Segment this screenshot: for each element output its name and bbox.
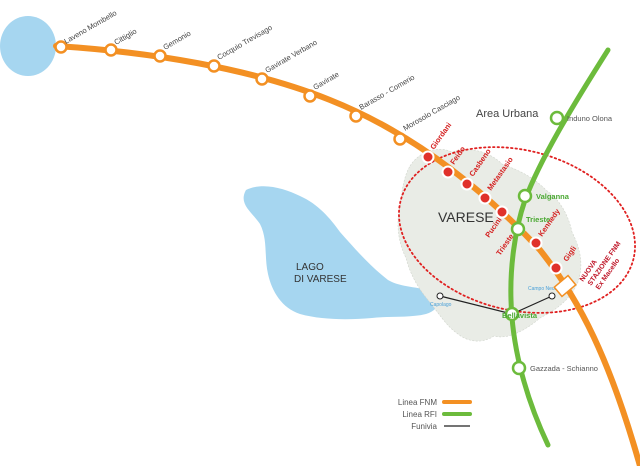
urban-stop-marker-icon <box>495 205 509 219</box>
funivia-start-label: Capolago <box>430 302 452 308</box>
fnm-station[interactable]: Morosolo Casciago <box>393 93 462 146</box>
city-label: VARESE <box>438 209 494 225</box>
lake-label-line2: DI VARESE <box>294 274 347 285</box>
rfi-station[interactable]: Trieste <box>510 215 550 237</box>
fnm-station[interactable]: Gavirate Verbano <box>255 38 319 86</box>
urban-stop-marker-icon <box>529 236 543 250</box>
rfi-station[interactable]: Induno Olona <box>549 110 613 126</box>
urban-stop-marker-icon <box>478 191 492 205</box>
station-label: Cittiglio <box>113 27 139 47</box>
station-marker-icon <box>393 132 407 146</box>
station-marker-icon <box>207 59 221 73</box>
station-marker-icon <box>517 188 533 204</box>
station-label: Gavirate <box>312 70 341 92</box>
area-urbana-label: Area Urbana <box>476 108 539 120</box>
station-label: Gavirate Verbano <box>264 38 319 75</box>
legend-label: Linea FNM <box>398 398 437 407</box>
rfi-station[interactable]: Bellavista <box>502 306 538 322</box>
fnm-station[interactable]: Cocquio Trevisago <box>207 23 274 73</box>
lake-maggiore <box>0 16 56 76</box>
station-label: Gemonio <box>162 29 193 52</box>
station-label: Cocquio Trevisago <box>216 23 274 62</box>
legend-item-fnm: Linea FNM <box>398 398 472 407</box>
fnm-station[interactable]: Barasso - Comerio <box>349 73 417 123</box>
legend-item-funivia: Funivia <box>411 422 470 431</box>
funivia-terminal-capolago <box>436 292 444 300</box>
station-marker-icon <box>303 89 317 103</box>
station-marker-icon <box>549 110 565 126</box>
rfi-station[interactable]: Gazzada - Schianno <box>511 360 598 376</box>
funivia-terminal-campo-neutro <box>548 292 556 300</box>
urban-stop-marker-icon <box>421 150 435 164</box>
station-label: Induno Olona <box>567 114 613 123</box>
urban-stop-marker-icon <box>460 177 474 191</box>
legend-label: Funivia <box>411 422 437 431</box>
station-marker-icon <box>255 72 269 86</box>
station-label: Trieste <box>526 215 550 224</box>
station-marker-icon <box>54 40 68 54</box>
station-marker-icon <box>510 221 526 237</box>
lake-varese <box>243 186 439 320</box>
station-label: Laveno Mombello <box>63 8 119 45</box>
urban-area-boundary <box>398 146 636 314</box>
station-label: Valganna <box>536 192 570 201</box>
urban-stop-marker-icon <box>549 261 563 275</box>
varese-city-area <box>397 149 582 342</box>
rfi-stations: Induno Olona Valganna Trieste Bellavista… <box>502 110 613 376</box>
legend-label: Linea RFI <box>402 410 437 419</box>
station-marker-icon <box>349 109 363 123</box>
station-label: Bellavista <box>502 311 538 320</box>
station-label: Barasso - Comerio <box>358 73 417 112</box>
station-marker-icon <box>511 360 527 376</box>
legend-item-rfi: Linea RFI <box>402 410 472 419</box>
lake-label-line1: LAGO <box>296 262 324 273</box>
new-station-marker-icon <box>553 274 577 298</box>
fnm-stations: Laveno Mombello Cittiglio Gemonio Cocqui… <box>54 8 462 146</box>
funivia-end-label: Campo Neutro <box>528 286 561 292</box>
legend: Linea FNM Linea RFI Funivia <box>398 398 472 431</box>
station-marker-icon <box>104 43 118 57</box>
urban-stop-label: Giordani <box>428 121 453 151</box>
rfi-station[interactable]: Valganna <box>517 188 570 204</box>
station-marker-icon <box>153 49 167 63</box>
urban-stop-marker-icon <box>441 165 455 179</box>
station-label: Gazzada - Schianno <box>530 364 598 373</box>
station-marker-icon <box>504 306 520 322</box>
